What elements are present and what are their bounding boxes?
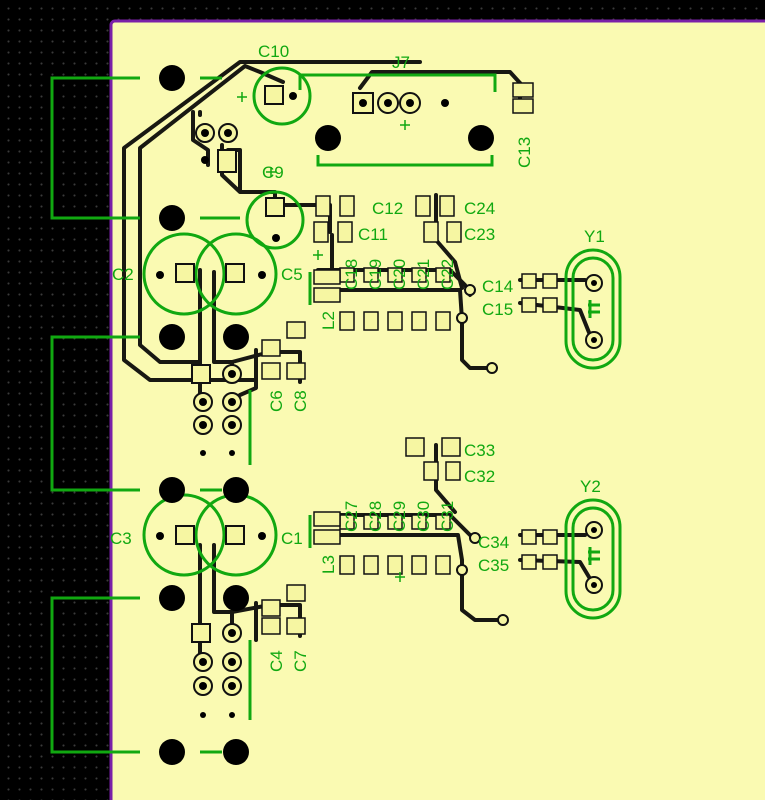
label-c14: C14 xyxy=(482,277,513,296)
label-c27: C27 xyxy=(342,501,361,532)
label-c34: C34 xyxy=(478,533,509,552)
label-c20: C20 xyxy=(390,259,409,290)
through-hole-pads xyxy=(156,85,509,718)
label-c24: C24 xyxy=(464,199,495,218)
label-j7: J7 xyxy=(392,53,410,72)
label-c15: C15 xyxy=(482,300,513,319)
label-c6: C6 xyxy=(267,390,286,412)
crystal-y1 xyxy=(564,248,622,370)
label-c3: C3 xyxy=(110,529,132,548)
label-c7: C7 xyxy=(291,650,310,672)
origin-markers xyxy=(237,92,410,582)
label-c35: C35 xyxy=(478,556,509,575)
label-c12: C12 xyxy=(372,199,403,218)
label-c8: C8 xyxy=(291,390,310,412)
silkscreen-lines xyxy=(50,73,497,754)
label-l2: L2 xyxy=(319,311,338,330)
label-c13: C13 xyxy=(515,137,534,168)
label-c21: C21 xyxy=(414,259,433,290)
label-c23: C23 xyxy=(464,225,495,244)
label-c22: C22 xyxy=(438,259,457,290)
copper-traces xyxy=(122,60,594,662)
label-c32: C32 xyxy=(464,467,495,486)
label-c19: C19 xyxy=(366,259,385,290)
label-c2: C2 xyxy=(112,265,134,284)
label-c29: C29 xyxy=(390,501,409,532)
crystal-y2 xyxy=(564,498,622,620)
label-c10: C10 xyxy=(258,42,289,61)
mounting-pads xyxy=(159,65,494,765)
label-y2: Y2 xyxy=(580,477,601,496)
label-c5: C5 xyxy=(281,265,303,284)
label-c18: C18 xyxy=(342,259,361,290)
label-c4: C4 xyxy=(267,650,286,672)
label-l3: L3 xyxy=(319,555,338,574)
label-c30: C30 xyxy=(414,501,433,532)
label-c31: C31 xyxy=(438,501,457,532)
label-c1: C1 xyxy=(281,529,303,548)
label-c11: C11 xyxy=(358,225,388,244)
label-c28: C28 xyxy=(366,501,385,532)
smd-pads xyxy=(261,82,558,635)
label-y1: Y1 xyxy=(584,227,605,246)
label-c33: C33 xyxy=(464,441,495,460)
